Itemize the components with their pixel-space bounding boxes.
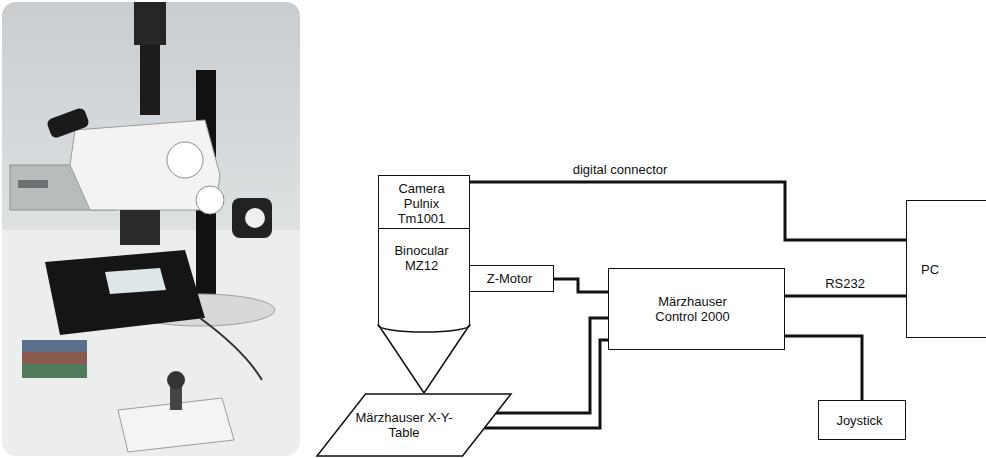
node-text: PC xyxy=(921,262,939,277)
binocular-box: Binocular MZ12 xyxy=(378,228,470,325)
node-text: Joystick xyxy=(836,413,882,428)
light-cone xyxy=(379,325,425,393)
x-y-stage xyxy=(45,250,205,335)
book xyxy=(22,352,87,364)
cable-line xyxy=(496,318,608,413)
parallelogram-outline xyxy=(317,394,511,456)
desk xyxy=(2,230,300,456)
cable-line xyxy=(470,182,906,240)
book xyxy=(22,340,87,352)
joystick-knob xyxy=(167,371,185,389)
control-display xyxy=(18,180,48,188)
joystick-box: Joystick xyxy=(818,400,906,440)
node-text: Z-Motor xyxy=(487,271,533,286)
xy-table-shape: Märzhauser X-Y-Table xyxy=(316,393,512,457)
light-cone xyxy=(424,325,470,393)
node-text: Binocular MZ12 xyxy=(382,243,462,273)
node-text: Märzhauser X-Y-Table xyxy=(354,410,454,440)
camera-body xyxy=(134,2,166,45)
connection-label: digital connector xyxy=(570,162,671,177)
eyepiece xyxy=(46,107,90,139)
light-source xyxy=(232,198,272,238)
cable-line xyxy=(484,340,608,428)
specimen-plate xyxy=(105,268,166,294)
node-text: Camera Pulnix Tm1001 xyxy=(387,181,457,226)
connection-label: RS232 xyxy=(822,276,868,291)
cable-line xyxy=(554,279,608,292)
camera-box: Camera Pulnix Tm1001 xyxy=(378,175,470,232)
node-text: Märzhauser Control 2000 xyxy=(638,294,748,324)
computer-box: PC xyxy=(906,200,986,338)
focus-knob xyxy=(196,186,224,214)
motor-box: Z-Motor xyxy=(469,265,554,292)
objective xyxy=(120,210,160,245)
light-lens xyxy=(245,208,265,228)
book xyxy=(22,364,87,378)
controller-box: Märzhauser Control 2000 xyxy=(608,268,785,350)
cable xyxy=(200,318,262,380)
cable-line xyxy=(785,295,906,298)
wall xyxy=(2,2,300,240)
setup-photo xyxy=(0,0,305,458)
cable-line xyxy=(785,336,862,400)
zoom-knob xyxy=(167,142,203,178)
